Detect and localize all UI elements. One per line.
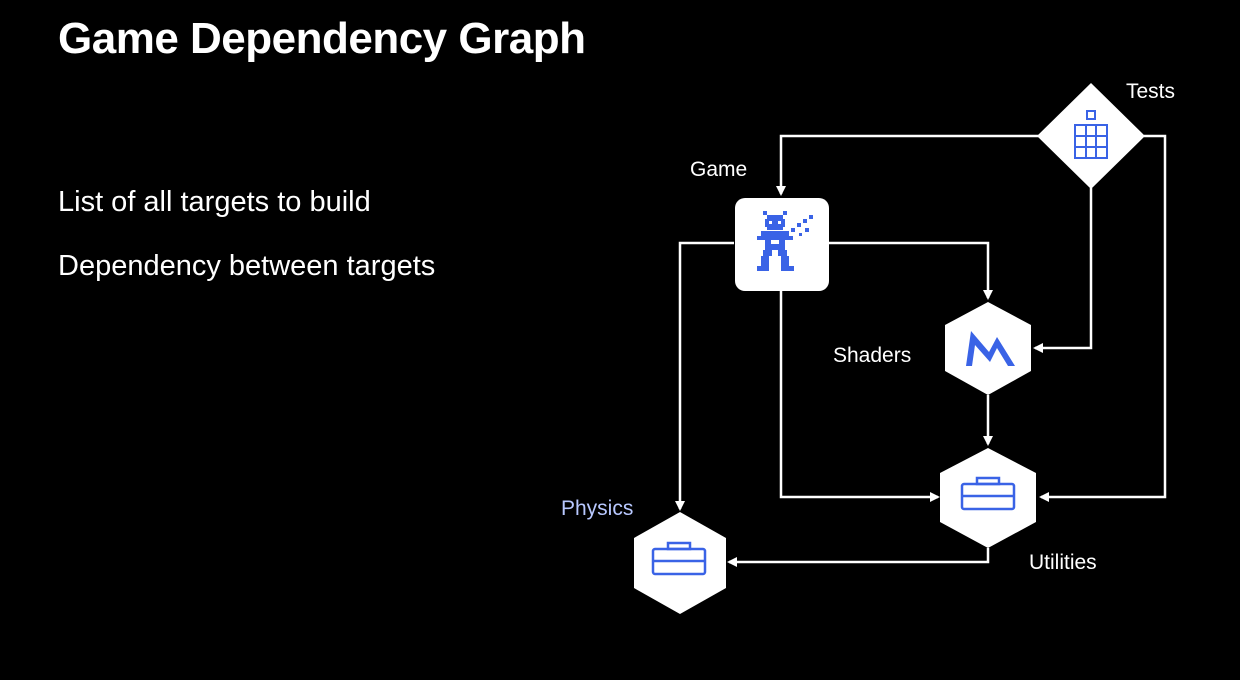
edge-tests-utilities [1039,134,1167,502]
node-utilities [940,448,1036,548]
bullet-item: Dependency between targets [58,250,436,282]
edge-game-physics [675,241,734,511]
toolbox-icon [960,476,1016,511]
node-tests [1037,83,1145,189]
node-game [735,198,829,291]
node-label-physics: Physics [561,497,634,520]
metal-shader-icon [966,331,1015,366]
edge-tests-game [776,134,1040,196]
test-grid-icon [1074,110,1108,159]
toolbox-icon [651,541,707,576]
game-character-icon [757,211,813,271]
node-label-tests: Tests [1126,80,1176,103]
node-label-shaders: Shaders [833,344,912,367]
slide-title: Game Dependency Graph [58,14,586,63]
edge-game-utilities [779,290,940,502]
edge-game-shaders [828,241,993,300]
node-label-game: Game [690,158,748,181]
node-shaders [945,302,1031,395]
node-physics [634,512,726,614]
edge-utilities-physics [727,548,990,567]
node-label-utilities: Utilities [1029,551,1097,574]
edge-tests-shaders [1033,188,1093,353]
bullet-item: List of all targets to build [58,186,371,218]
